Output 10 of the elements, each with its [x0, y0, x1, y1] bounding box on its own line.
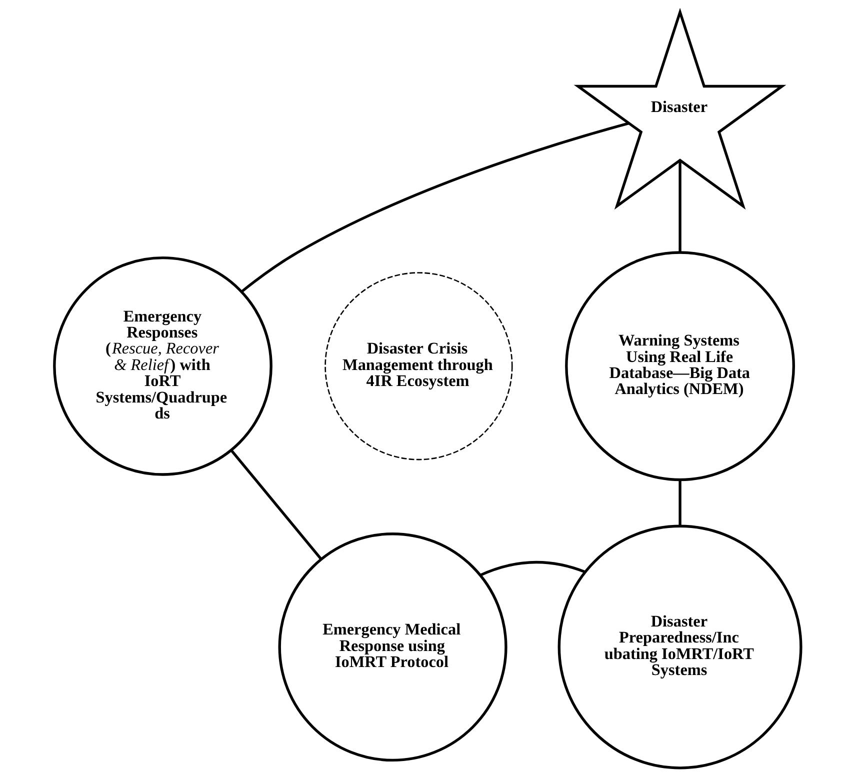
node-circle: Disaster Crisis Management through 4IR Ecosystem	[324, 272, 512, 460]
node-circle: Disaster Preparedness/Inc ubating IoMRT/IoRT Systems	[557, 524, 802, 770]
connector	[230, 450, 322, 560]
node-circle: Emergency Responses (Rescue, Recover & Relief) with IoRT Systems/Quadrupe ds	[52, 256, 272, 476]
node-circle: Warning Systems Using Real Life Database—Big Data Analytics (NDEM)	[564, 251, 794, 482]
connector	[678, 480, 681, 526]
node-circle: Emergency Medical Response using IoMRT Protocol	[278, 532, 507, 762]
connector	[240, 122, 629, 293]
connector	[479, 560, 586, 576]
connector	[678, 160, 681, 252]
